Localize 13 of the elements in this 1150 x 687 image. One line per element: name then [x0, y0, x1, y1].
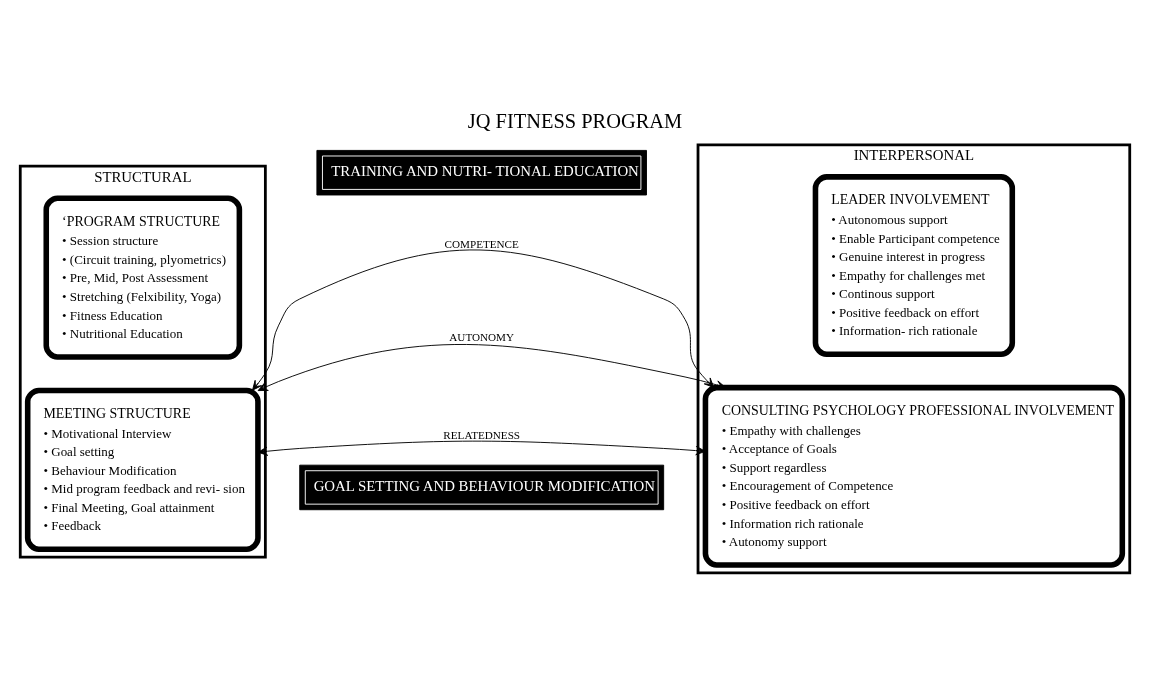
node-box: GOAL SETTING AND BEHAVIOUR MODIFICATION	[299, 464, 665, 510]
node-box: CONSULTING PSYCHOLOGY PROFESSIONAL INVOLVEMENT • Empathy with challenges • Acceptance of Goals • Support regardless • Encouragement of Competence • Positive feedback on effort • Information rich rationale • Autonomy support	[702, 384, 1126, 568]
arrow	[257, 440, 706, 456]
node-box: MEETING STRUCTURE • Motivational Interview • Goal setting • Behaviour Modification • Mid program feedback and revi- sion • Final Meeting, Goal attainment • Feedback	[24, 387, 261, 552]
diagram-title: JQ FITNESS PROGRAM	[467, 109, 683, 132]
arrow	[252, 249, 715, 391]
arrow	[257, 343, 726, 391]
edge-label: RELATEDNESS	[443, 428, 521, 441]
node-box: TRAINING AND NUTRI- TIONAL EDUCATION	[316, 149, 647, 195]
edge-label: AUTONOMY	[449, 330, 515, 343]
edge-label: COMPETENCE	[444, 237, 519, 250]
node-box: ‘PROGRAM STRUCTURE • Session structure • (Circuit training, plyometrics) • Pre, Mid, Post Assessment • Stretching (Felxibility, Yoga) • Fitness Education • Nutritional Education	[43, 194, 243, 360]
node-box: LEADER INVOLVEMENT • Autonomous support • Enable Participant competence • Genuine interest in progress • Empathy for challenges met • Continous support • Positive feedback on effort • Information- rich rationale	[812, 173, 1016, 357]
